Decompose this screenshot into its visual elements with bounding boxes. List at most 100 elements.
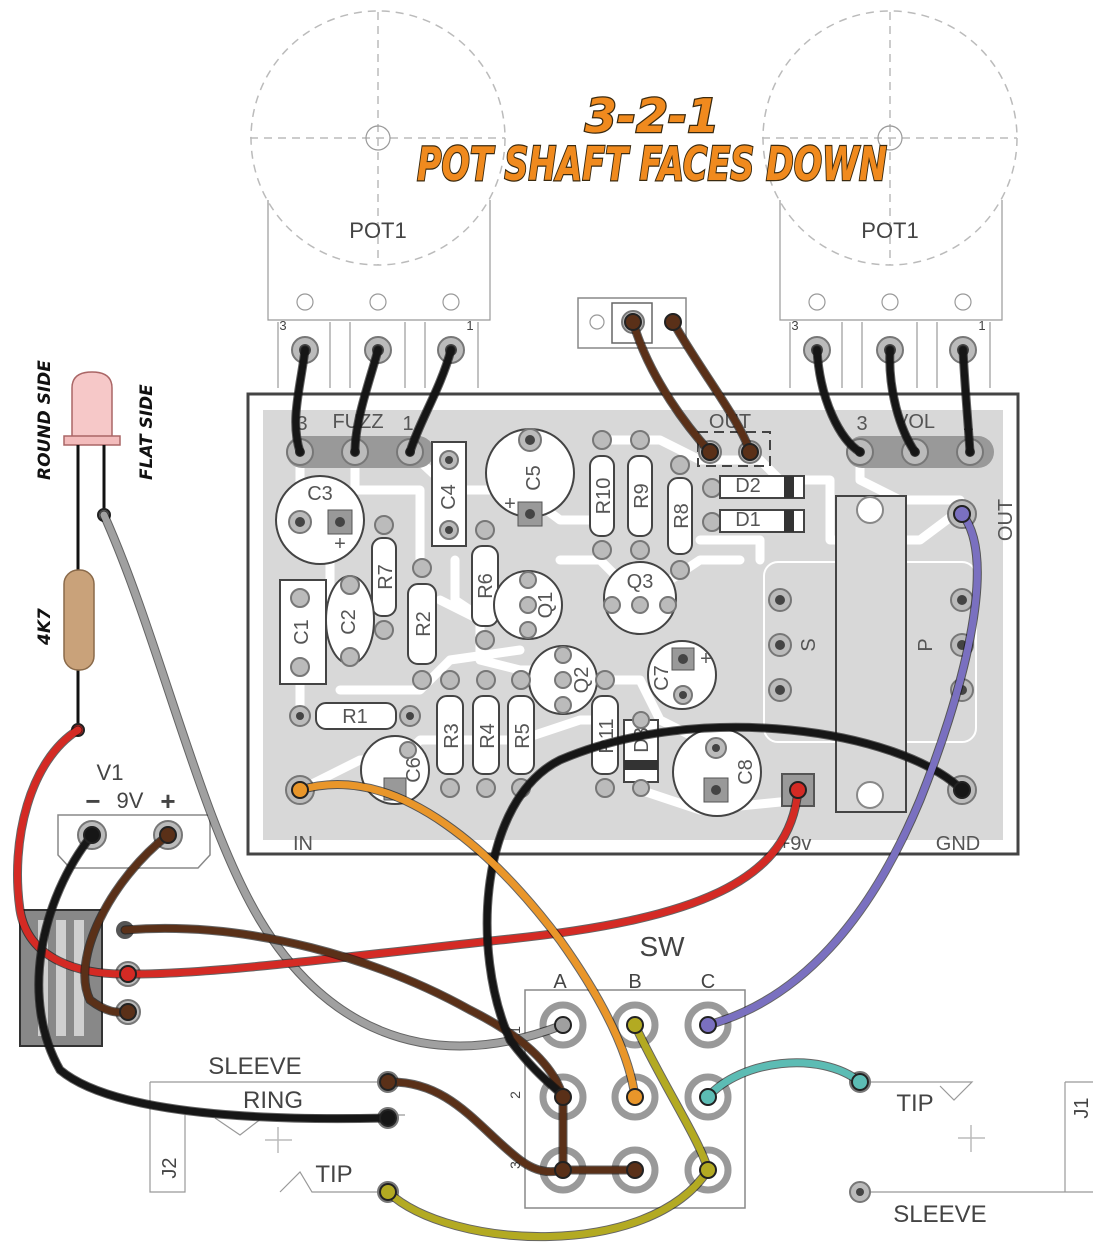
wire-out-purple — [704, 510, 981, 1029]
pot-fuzz-pin3: 3 — [279, 318, 286, 333]
c7-plus: + — [700, 648, 712, 670]
switch-label: SW — [639, 931, 685, 962]
wire-batt-black — [35, 831, 392, 1123]
wire-end-dot — [554, 1088, 572, 1106]
pot-volume-pin3: 3 — [791, 318, 798, 333]
wire-in-orange — [296, 781, 639, 1101]
j2-label: J2 — [159, 1157, 181, 1178]
wire-end-dot — [789, 781, 807, 799]
wire-end-dot — [741, 443, 759, 461]
wire-end-dot — [664, 313, 682, 331]
battery-voltage: 9V — [117, 788, 144, 813]
q2-label: Q2 — [571, 667, 593, 694]
wire-batt-brown — [81, 831, 172, 1016]
wire-end-dot — [699, 1088, 717, 1106]
wire-led-gray — [100, 511, 567, 1050]
pot-fuzz-outline: POT1 3 1 — [250, 10, 506, 388]
wire-vol2 — [886, 346, 919, 456]
switch-p-label: P — [915, 638, 937, 651]
banner-line2: POT SHAFT FACES DOWN — [417, 137, 887, 191]
switch-row-3: 3 — [507, 1161, 523, 1169]
pcb-fuzz-pin1: 1 — [402, 413, 413, 435]
wire-teal — [704, 1059, 864, 1101]
wires — [13, 313, 982, 1241]
c3-plus: + — [334, 533, 346, 555]
pcb-fuzz-pin3: 3 — [296, 413, 307, 435]
j1-tip-label: TIP — [896, 1090, 933, 1117]
wire-tip-olive — [384, 1166, 712, 1240]
r2-label: R2 — [413, 611, 435, 637]
c1-label: C1 — [291, 619, 313, 645]
wire-end-dot — [119, 965, 137, 983]
battery-label: V1 — [97, 760, 124, 785]
c3-label: C3 — [307, 483, 333, 505]
switch-row-2: 2 — [507, 1091, 523, 1099]
r8-label: R8 — [671, 503, 693, 529]
wire-sleeve-brown — [384, 1078, 567, 1176]
wire-end-dot — [119, 1003, 137, 1021]
j2-tip-label: TIP — [315, 1161, 352, 1188]
output-jack-j1: TIP SLEEVE J1 — [849, 1071, 1093, 1228]
wire-out-a — [629, 318, 714, 456]
wire-end-dot — [953, 781, 971, 799]
wire-end-dot — [554, 1016, 572, 1034]
wire-gnd-black — [483, 723, 966, 1101]
pcb-out-label: OUT — [995, 499, 1017, 541]
j2-ring-label: RING — [243, 1087, 303, 1114]
led-flat-side-label: FLAT SIDE — [137, 384, 157, 480]
pcb-board: S P FUZZ 3 1 VOL 3 1 OUT C3 + C4 — [246, 392, 1020, 856]
q1-label: Q1 — [535, 592, 557, 619]
c5-label: C5 — [523, 465, 545, 491]
led-round-side-label: ROUND SIDE — [35, 360, 55, 480]
r3-label: R3 — [441, 723, 463, 749]
pcb-vol-pin3: 3 — [856, 413, 867, 435]
banner: 3-2-1 POT SHAFT FACES DOWN — [416, 88, 889, 193]
switch-col-c: C — [701, 971, 715, 993]
wire-end-dot — [701, 443, 719, 461]
pcb-in-label: IN — [293, 833, 313, 855]
wire-vol1 — [959, 346, 974, 456]
wire-vol3 — [813, 346, 864, 456]
c4-label: C4 — [438, 484, 460, 510]
c5-plus: + — [504, 493, 516, 515]
wire-end-dot — [379, 1109, 397, 1127]
wire-dc-brown — [121, 924, 567, 1101]
wire-end-dot — [953, 505, 971, 523]
j2-sleeve-label: SLEEVE — [208, 1053, 301, 1080]
wire-end-dot — [699, 1016, 717, 1034]
r7-label: R7 — [375, 564, 397, 590]
wire-end-dot — [159, 826, 177, 844]
wire-end-dot — [379, 1183, 397, 1201]
resistor-4k7-icon — [63, 569, 95, 671]
j1-label: J1 — [1071, 1097, 1093, 1118]
wire-gray-fuzz1 — [406, 346, 455, 456]
led-assembly: ROUND SIDE FLAT SIDE 4K7 — [35, 360, 157, 737]
d1-label: D1 — [735, 509, 761, 531]
banner-line1: 3-2-1 — [585, 89, 719, 143]
pcb-gnd-label: GND — [936, 833, 980, 855]
wire-end-dot — [626, 1088, 644, 1106]
j1-sleeve-label: SLEEVE — [893, 1201, 986, 1228]
led-resistor-label: 4K7 — [35, 608, 55, 646]
wire-out-b — [669, 318, 754, 456]
pot-volume-label: POT1 — [861, 218, 918, 243]
switch-col-a: A — [553, 971, 567, 993]
c2-label: C2 — [338, 609, 360, 635]
c8-label: C8 — [735, 759, 757, 785]
wire-led-red — [14, 726, 132, 978]
c7-label: C7 — [651, 665, 673, 691]
battery-plus: + — [160, 786, 175, 816]
wire-end-dot — [379, 1073, 397, 1091]
pot-fuzz-label: POT1 — [349, 218, 406, 243]
switch-s-label: S — [798, 638, 820, 651]
wire-end-dot — [83, 826, 101, 844]
wire-end-dot — [291, 781, 309, 799]
wire-end-dot — [626, 1016, 644, 1034]
wire-gray-fuzz2 — [351, 346, 382, 456]
r1-label: R1 — [342, 706, 368, 728]
led-icon — [71, 371, 113, 439]
switch-col-b: B — [628, 971, 641, 993]
q3-label: Q3 — [627, 571, 654, 593]
d2-label: D2 — [735, 475, 761, 497]
